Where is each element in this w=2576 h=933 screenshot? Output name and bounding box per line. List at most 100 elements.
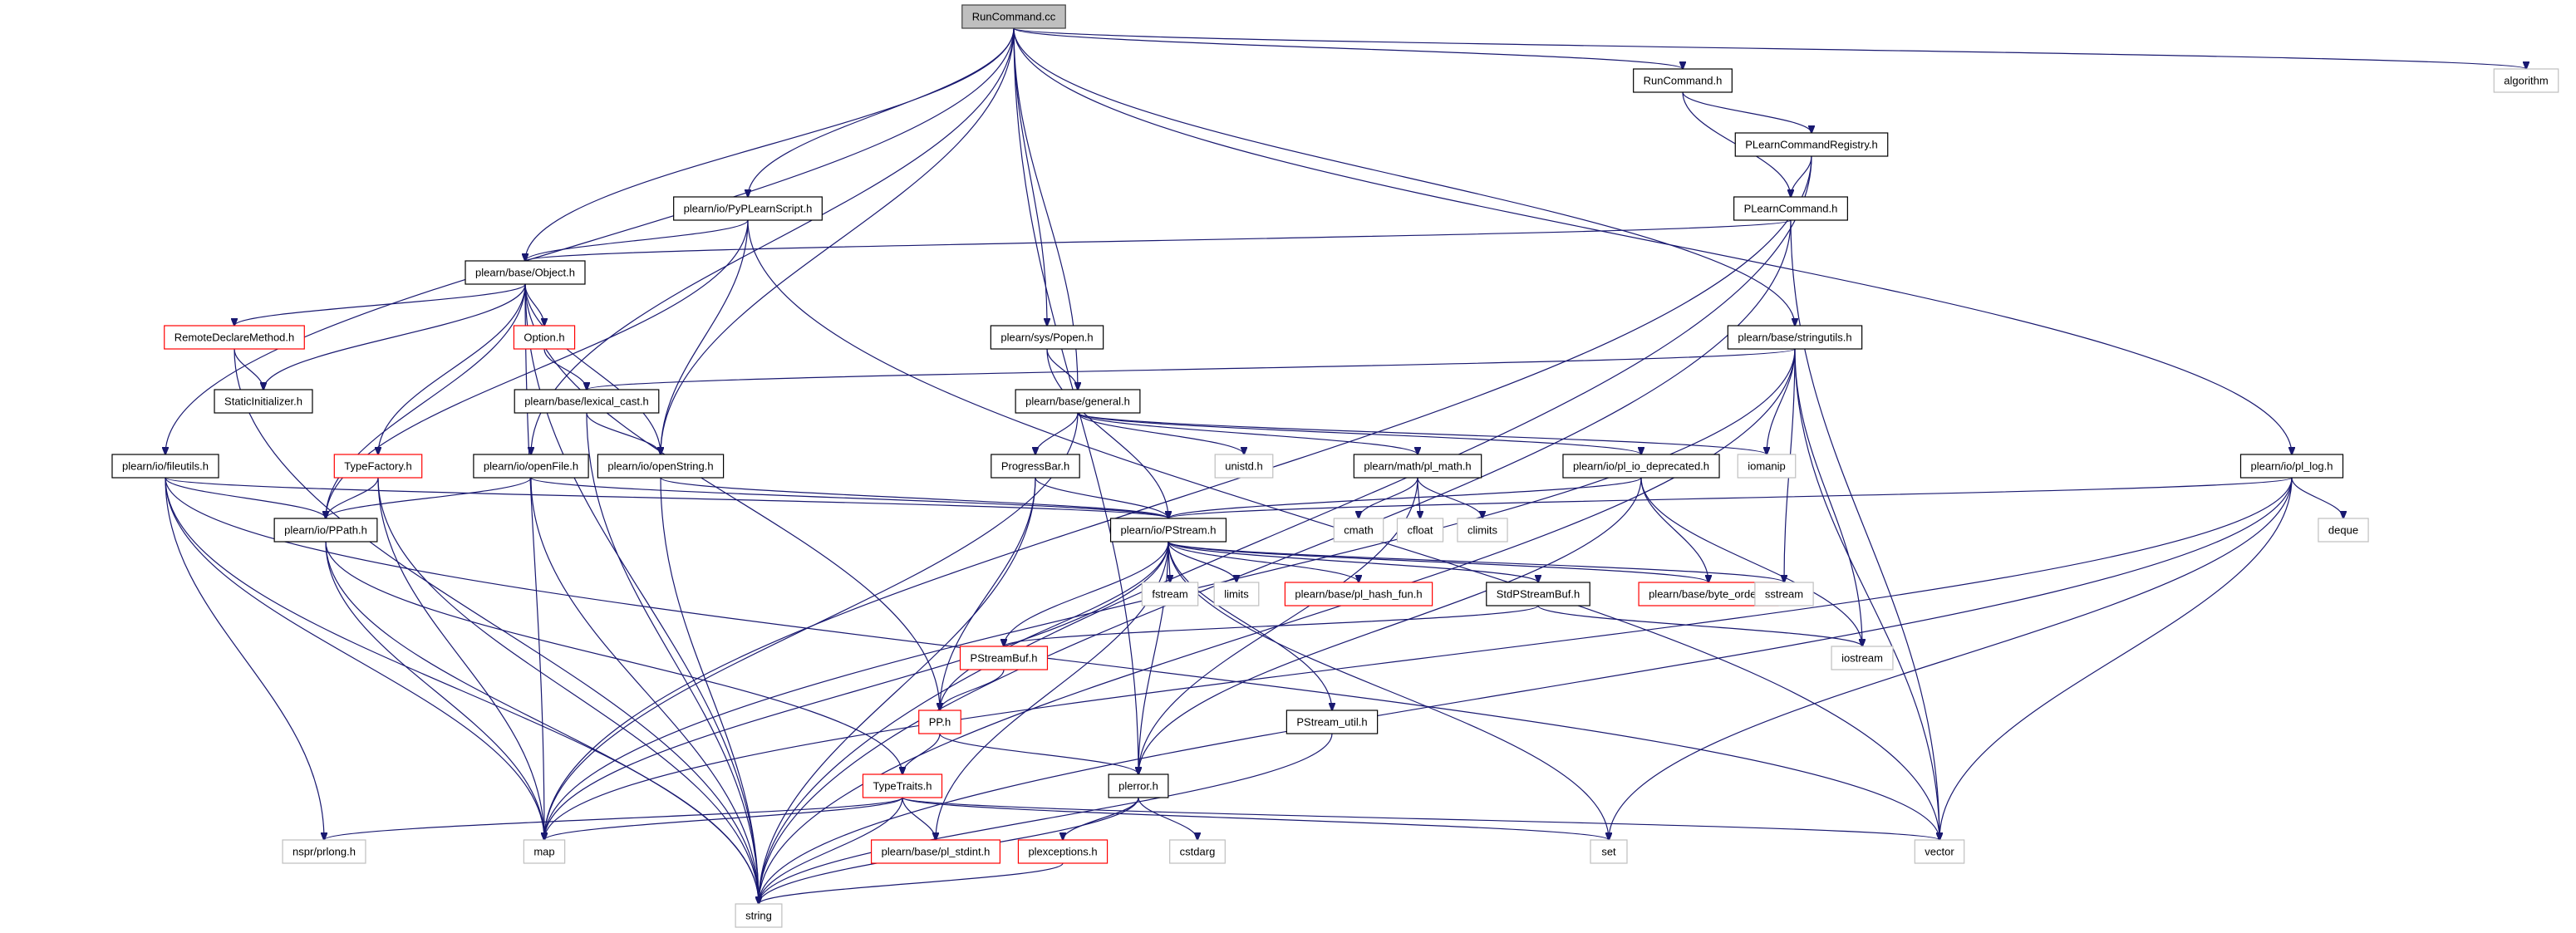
node-box — [1109, 518, 1227, 543]
node-pstream-h[interactable]: plearn/io/PStream.h — [1109, 518, 1227, 543]
edge-progressbar_h-to-pp_h — [940, 477, 1036, 710]
edge-pp_h-to-plerror_h — [939, 733, 1138, 774]
edge-popen_h-to-general_h — [1046, 348, 1078, 390]
edge-popen_h-to-pstream_h — [1046, 348, 1168, 518]
node-fileutils-h[interactable]: plearn/io/fileutils.h — [111, 454, 219, 479]
node-box — [961, 4, 1066, 29]
node-typetraits-h[interactable]: TypeTraits.h — [862, 773, 943, 798]
node-pstream-util-h[interactable]: PStream_util.h — [1286, 710, 1379, 734]
node-label: vector — [1925, 846, 1954, 858]
edge-object_h-to-remotedeclaremethod_h — [234, 283, 526, 326]
node-general-h[interactable]: plearn/base/general.h — [1015, 389, 1141, 414]
node-plerror-h[interactable]: plerror.h — [1108, 773, 1169, 798]
node-box — [1562, 454, 1720, 479]
edge-object_h-to-pp_h — [524, 283, 940, 710]
node-box — [1169, 839, 1226, 864]
edge-pl_io_deprecated_h-to-pstream_h — [1168, 477, 1642, 518]
node-label: plearn/io/PPath.h — [284, 524, 367, 537]
edge-pypLearnscript_h-to-openstring_h — [661, 219, 749, 454]
node-label: iostream — [1841, 652, 1883, 665]
edge-fileutils_h-to-string — [165, 477, 759, 904]
node-box — [990, 325, 1104, 350]
node-remotedeclaremethod-h[interactable]: RemoteDeclareMethod.h — [164, 325, 305, 350]
edge-pl_io_deprecated_h-to-plerror_h — [1138, 477, 1642, 774]
edge-object_h-to-option_h — [524, 283, 544, 326]
edge-object_h-to-map — [524, 283, 544, 840]
node-runcommand-cc[interactable]: RunCommand.cc — [961, 4, 1066, 29]
node-label: plearn/base/pl_stdint.h — [882, 846, 991, 858]
node-object-h[interactable]: plearn/base/Object.h — [465, 260, 586, 285]
node-label: string — [745, 910, 772, 922]
node-box — [1017, 839, 1109, 864]
node-pl-math-h[interactable]: plearn/math/pl_math.h — [1353, 454, 1482, 479]
node-typefactory-h[interactable]: TypeFactory.h — [333, 454, 423, 479]
node-box — [465, 260, 586, 285]
edge-fileutils_h-to-ppath_h — [165, 477, 326, 518]
node-label: plearn/base/general.h — [1025, 395, 1130, 408]
node-plearncommandregistry-h[interactable]: PLearnCommandRegistry.h — [1734, 132, 1889, 157]
edge-pstreambuf_h-to-pp_h — [940, 669, 1005, 710]
edge-general_h-to-map — [544, 412, 1079, 840]
node-label: iomanip — [1748, 460, 1786, 473]
node-popen-h[interactable]: plearn/sys/Popen.h — [990, 325, 1104, 350]
node-box — [1457, 518, 1508, 543]
node-box — [1727, 325, 1863, 350]
node-box — [514, 389, 660, 414]
node-pl-stdint-h[interactable]: plearn/base/pl_stdint.h — [870, 839, 1001, 864]
edge-stdpstreambuf_h-to-pstreambuf_h — [1004, 605, 1539, 646]
node-pl-io-deprecated-h[interactable]: plearn/io/pl_io_deprecated.h — [1562, 454, 1720, 479]
node-openfile-h[interactable]: plearn/io/openFile.h — [473, 454, 589, 479]
node-box — [1108, 773, 1169, 798]
node-box — [1831, 646, 1894, 670]
node-box — [673, 196, 823, 221]
edge-stringutils_h-to-iomanip — [1767, 348, 1796, 454]
node-progressbar-h[interactable]: ProgressBar.h — [991, 454, 1080, 479]
node-label: fstream — [1152, 588, 1187, 601]
node-lexical-cast-h[interactable]: plearn/base/lexical_cast.h — [514, 389, 660, 414]
node-box — [1737, 454, 1797, 479]
node-pl-log-h[interactable]: plearn/io/pl_log.h — [2239, 454, 2344, 479]
node-box — [1284, 582, 1433, 606]
node-algorithm: algorithm — [2493, 68, 2559, 93]
node-stringutils-h[interactable]: plearn/base/stringutils.h — [1727, 325, 1863, 350]
node-stdpstreambuf-h[interactable]: StdPStreamBuf.h — [1486, 582, 1590, 606]
node-label: plexceptions.h — [1028, 846, 1097, 858]
node-unistd-h: unistd.h — [1214, 454, 1274, 479]
node-label: plearn/io/fileutils.h — [122, 460, 209, 473]
node-option-h[interactable]: Option.h — [513, 325, 576, 350]
node-plearncommand-h[interactable]: PLearnCommand.h — [1733, 196, 1848, 221]
node-pl-hash-fun-h[interactable]: plearn/base/pl_hash_fun.h — [1284, 582, 1433, 606]
edge-stringutils_h-to-vector — [1794, 348, 1939, 840]
edge-stdpstreambuf_h-to-iostream — [1537, 605, 1862, 646]
edge-typetraits_h-to-vector — [902, 797, 1939, 840]
node-label: sstream — [1765, 588, 1803, 601]
node-pstreambuf-h[interactable]: PStreamBuf.h — [959, 646, 1049, 670]
edge-typetraits_h-to-string — [759, 797, 903, 904]
node-staticinitializer-h[interactable]: StaticInitializer.h — [214, 389, 313, 414]
edge-runcommand_cc-to-popen_h — [1013, 27, 1047, 326]
node-openstring-h[interactable]: plearn/io/openString.h — [597, 454, 725, 479]
node-ppath-h[interactable]: plearn/io/PPath.h — [273, 518, 378, 543]
edge-pstream_h-to-stdpstreambuf_h — [1168, 541, 1538, 582]
node-label: RunCommand.h — [1644, 75, 1723, 87]
node-label: plearn/io/PStream.h — [1121, 524, 1217, 537]
node-pypLearnscript-h[interactable]: plearn/io/PyPLearnScript.h — [673, 196, 823, 221]
node-plexceptions-h[interactable]: plexceptions.h — [1017, 839, 1109, 864]
edge-plexceptions_h-to-string — [759, 862, 1064, 904]
node-runcommand-h[interactable]: RunCommand.h — [1633, 68, 1733, 93]
node-iostream: iostream — [1831, 646, 1894, 670]
node-deque: deque — [2318, 518, 2369, 543]
node-pp-h[interactable]: PP.h — [918, 710, 961, 734]
edge-progressbar_h-to-string — [759, 477, 1036, 904]
node-box — [862, 773, 943, 798]
edge-pl_log_h-to-vector — [1939, 477, 2293, 840]
edge-fileutils_h-to-pstream_h — [165, 477, 1168, 518]
node-box — [918, 710, 961, 734]
edge-pl_log_h-to-set — [1609, 477, 2293, 840]
edge-remotedeclaremethod_h-to-staticinitializer_h — [234, 348, 263, 390]
node-label: unistd.h — [1225, 460, 1263, 473]
node-box — [1734, 132, 1889, 157]
node-label: PStream_util.h — [1296, 716, 1367, 729]
edge-pl_math_h-to-climits — [1417, 477, 1482, 518]
